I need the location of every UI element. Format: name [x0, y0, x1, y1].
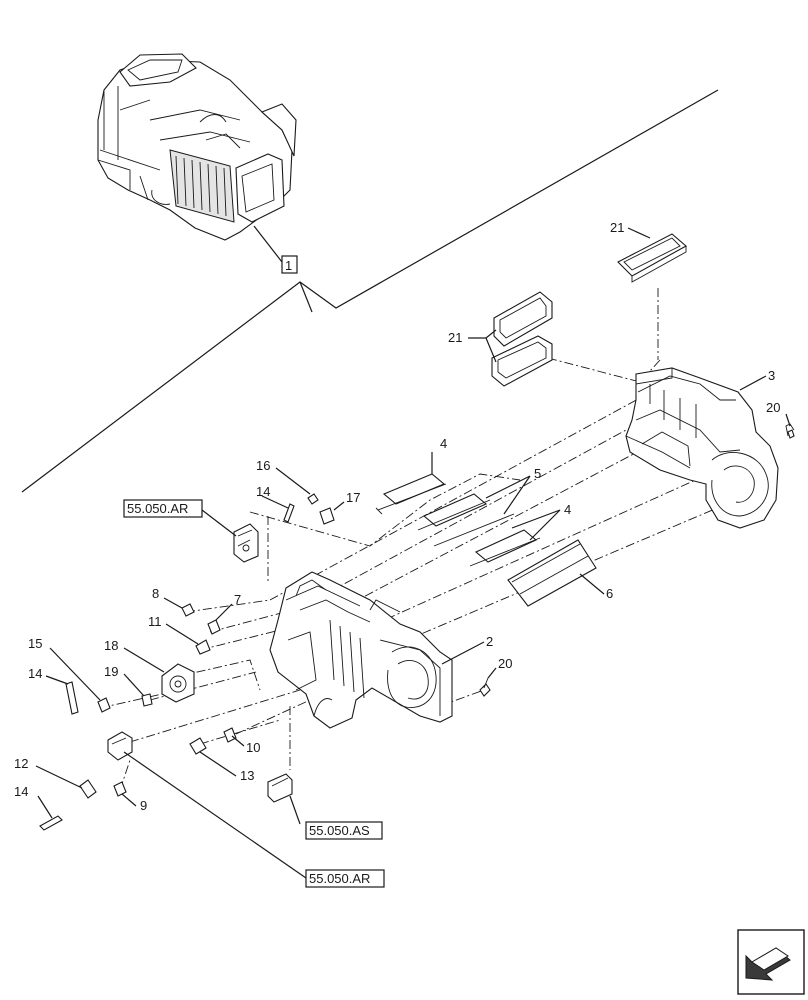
actuator-lower: [107, 731, 133, 761]
callout-8-label: 8: [152, 586, 159, 601]
callout-15-label: 15: [28, 636, 42, 651]
callout-1-label: 1: [285, 258, 292, 273]
callout-9-label: 9: [140, 798, 147, 813]
callout-14-middle-label: 14: [28, 666, 42, 681]
flap-4-lower: [469, 529, 541, 567]
screw-19: 19: [104, 664, 153, 707]
plate-6: [507, 539, 597, 607]
housing-part-2: [269, 571, 453, 729]
clip-7: 7: [207, 592, 241, 635]
callout-3-label: 3: [768, 368, 775, 383]
section-divider: [21, 89, 719, 493]
clip-11: 11: [148, 614, 211, 655]
callout-21-right: 21: [610, 220, 651, 239]
callout-21-left-label: 21: [448, 330, 462, 345]
clip-8: 8: [152, 586, 195, 617]
callout-6-label: 6: [606, 586, 613, 601]
callout-12-label: 12: [14, 756, 28, 771]
callout-14-lower-label: 14: [14, 784, 28, 799]
housing-part-3: [625, 367, 779, 529]
callout-21-left: 21: [448, 329, 497, 363]
reference-box-middle: 55.050.AS: [289, 795, 383, 840]
gasket-21-right: [617, 233, 687, 283]
link-16: 16: [256, 458, 319, 505]
callout-4-lower-label: 4: [564, 502, 571, 517]
callout-14-upper-label: 14: [256, 484, 270, 499]
callout-1: 1: [253, 225, 298, 274]
callout-4-lower: 4: [511, 502, 571, 541]
callout-2: 2: [441, 634, 493, 665]
reference-box-top: 55.050.AR: [123, 499, 237, 537]
callout-21-right-label: 21: [610, 220, 624, 235]
callout-2-label: 2: [486, 634, 493, 649]
clip-10: 10: [223, 727, 260, 755]
lever-15: 15: [28, 636, 111, 713]
screw-20-upper: 20: [766, 400, 795, 439]
clip-9: 9: [113, 781, 147, 813]
flap-4-upper: [375, 473, 447, 515]
callout-19-label: 19: [104, 664, 118, 679]
reference-box-bottom: 55.050.AR: [123, 751, 385, 888]
reference-top-label: 55.050.AR: [127, 501, 188, 516]
reference-bottom-label: 55.050.AR: [309, 871, 370, 886]
resistor-module: [267, 773, 293, 803]
callout-4-upper: 4: [431, 436, 447, 474]
clip-17: 17: [319, 490, 360, 525]
callout-7-label: 7: [234, 592, 241, 607]
callout-17-label: 17: [346, 490, 360, 505]
callout-16-label: 16: [256, 458, 270, 473]
screw-20-lower: 20: [479, 656, 512, 697]
section-divider-notch: [299, 281, 313, 313]
callout-10-label: 10: [246, 740, 260, 755]
rod-14-lower: 14: [14, 784, 63, 831]
callout-5-label: 5: [534, 466, 541, 481]
reference-middle-label: 55.050.AS: [309, 823, 370, 838]
overview-assembly: [97, 53, 297, 241]
fitting-13: 13: [189, 737, 254, 783]
flap-5: [417, 493, 515, 547]
rod-14-upper: 14: [256, 484, 295, 523]
callout-13-label: 13: [240, 768, 254, 783]
callout-6: 6: [579, 573, 613, 601]
callout-11-label: 11: [148, 614, 162, 629]
arm-12: 12: [14, 756, 97, 799]
callout-5: 5: [485, 466, 541, 515]
callout-4-upper-label: 4: [440, 436, 447, 451]
arrow-icon[interactable]: [737, 929, 805, 995]
motor-18: 18: [104, 638, 195, 703]
callout-3: 3: [739, 368, 775, 391]
callout-20-upper-label: 20: [766, 400, 780, 415]
rod-14-middle: 14: [28, 666, 79, 715]
actuator-upper: [233, 523, 259, 563]
gasket-21-left: [491, 291, 553, 387]
callout-20-lower-label: 20: [498, 656, 512, 671]
callout-18-label: 18: [104, 638, 118, 653]
